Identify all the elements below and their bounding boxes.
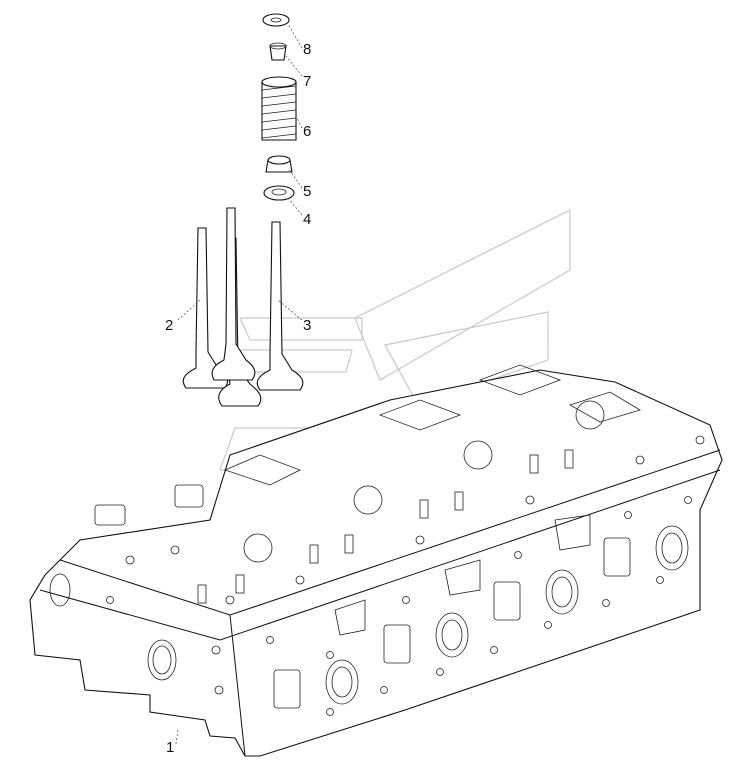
label-6: 6	[303, 123, 311, 140]
valve-spring-washer	[263, 185, 295, 201]
valve-spring-retainer	[262, 13, 290, 27]
label-8: 8	[303, 41, 311, 58]
valve-stem-seal	[265, 155, 293, 173]
valve-collet	[269, 42, 287, 61]
label-3: 3	[303, 317, 311, 334]
valve-spring	[261, 76, 297, 141]
label-5: 5	[303, 183, 311, 200]
label-4: 4	[303, 211, 311, 228]
label-7: 7	[303, 73, 311, 90]
valve-right-pair	[211, 207, 304, 391]
label-2: 2	[165, 317, 173, 334]
label-1: 1	[166, 739, 174, 756]
leader-lines	[175, 23, 303, 745]
cylinder-head	[29, 364, 723, 757]
